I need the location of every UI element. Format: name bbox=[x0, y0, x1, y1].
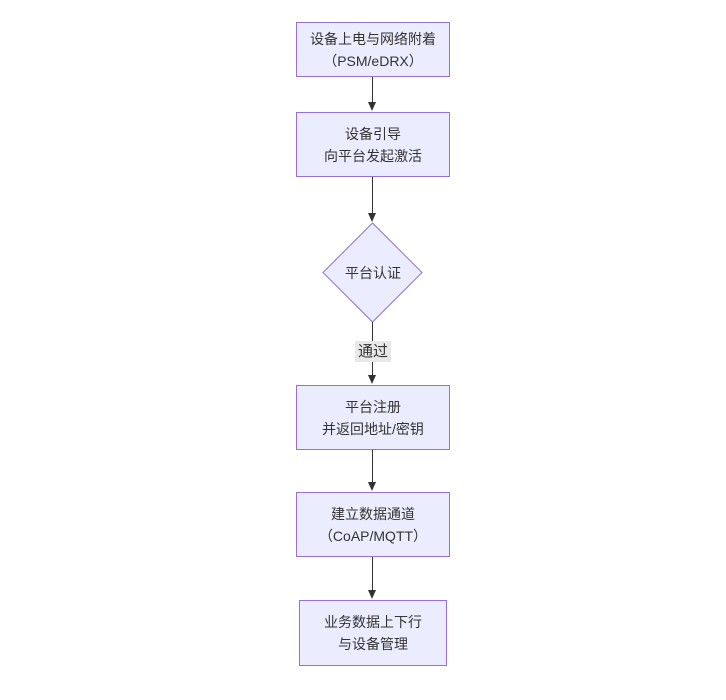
node-data-channel: 建立数据通道 （CoAP/MQTT） bbox=[296, 492, 450, 557]
node-device-bootstrap: 设备引导 向平台发起激活 bbox=[296, 112, 450, 177]
edge-label-pass: 通过 bbox=[354, 341, 392, 362]
node-platform-register: 平台注册 并返回地址/密钥 bbox=[296, 385, 450, 450]
node-business-data-management: 业务数据上下行 与设备管理 bbox=[299, 600, 447, 666]
connector-arrow-down-icon bbox=[368, 77, 376, 111]
connector-arrow-down-icon bbox=[368, 557, 376, 599]
connector-arrow-down-icon bbox=[368, 450, 376, 491]
node-power-on-network-attach: 设备上电与网络附着 （PSM/eDRX） bbox=[296, 22, 450, 77]
connector-arrow-down-icon bbox=[368, 177, 376, 222]
node-platform-auth-decision: 平台认证 bbox=[345, 265, 401, 281]
